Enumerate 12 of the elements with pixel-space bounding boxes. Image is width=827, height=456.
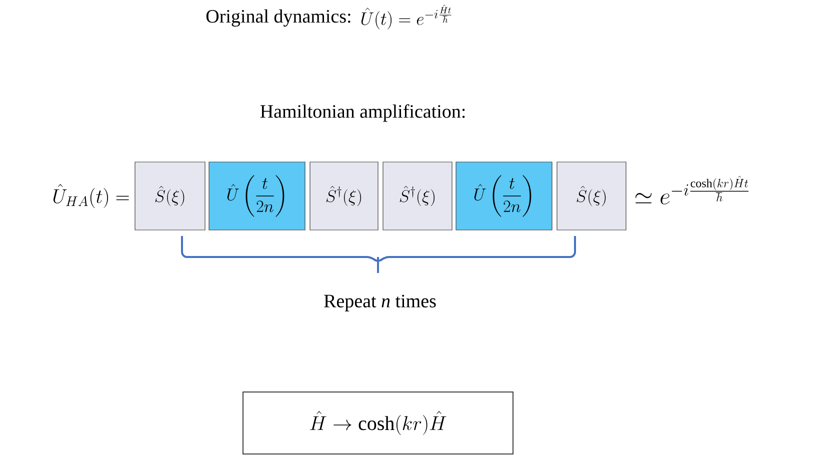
heading-text: Hamiltonian amplification: — [260, 104, 465, 122]
operator-box: $\hat{S}^{\dagger}(\xi)$ — [382, 162, 452, 230]
operator-box: $\hat{S}(\xi)$ — [134, 162, 206, 230]
operator-box: $\hat{U}\left(\frac{t}{2n}\right)$ — [208, 162, 306, 230]
operator-box: $\hat{S}(\xi)$ — [556, 162, 626, 230]
formula: $\simeq e^{-i\frac{\cosh(kr)\hat{H}t}{\hbar}}$ — [636, 176, 748, 204]
operator-box: $\hat{S}^{\dagger}(\xi)$ — [310, 162, 378, 230]
brace-label: Repeat n times — [324, 294, 436, 312]
result-box: $\hat{H}\rightarrow\cosh(kr)\hat{H}$ — [242, 392, 514, 454]
formula: $\hat{U}(t)=e^{-i\frac{\hat{H}t}{\hbar}}$ — [361, 4, 452, 30]
heading-text: Original dynamics: — [206, 9, 350, 27]
operator-box: $\hat{U}\left(\frac{t}{2n}\right)$ — [456, 162, 552, 230]
